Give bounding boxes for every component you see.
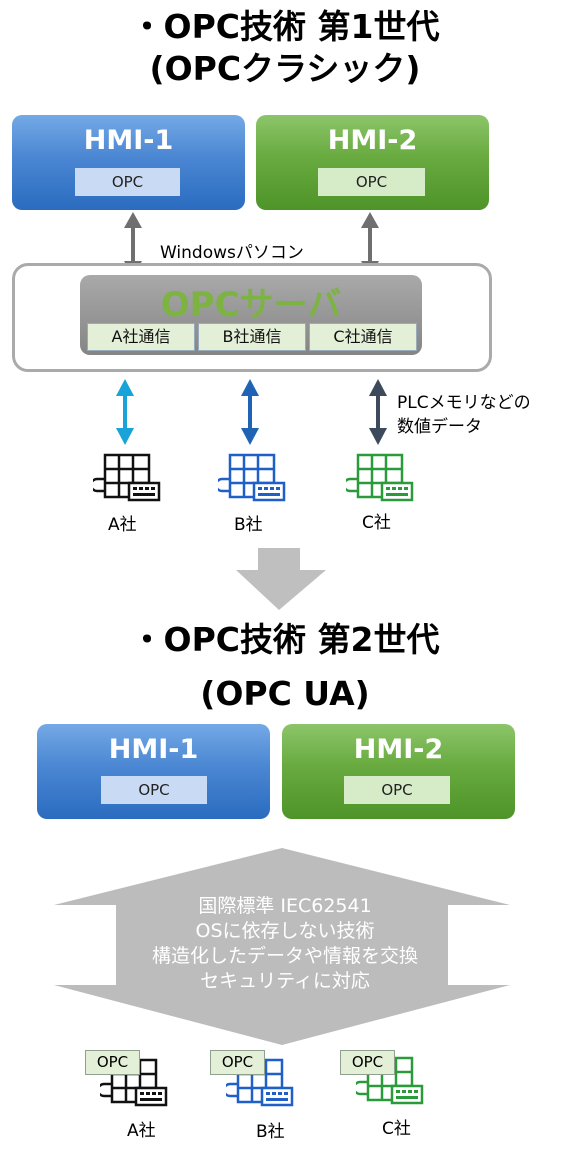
ua-company-c-label: C社 [382, 1119, 411, 1139]
gen1-title-line2: (OPCクラシック) [149, 49, 421, 88]
company-a-label: A社 [108, 515, 137, 535]
gen1-hmi1-box: HMI-1 OPC [12, 115, 245, 210]
feature-standard: 国際標準 IEC62541 [198, 895, 372, 917]
gen2-hmi2-box: HMI-2 OPC [282, 724, 515, 819]
device-a-opc-badge: OPC [85, 1050, 140, 1075]
ua-company-a-label: A社 [127, 1121, 156, 1141]
plc-note-line1: PLCメモリなどの [397, 393, 531, 413]
plc-b-icon [218, 453, 286, 502]
device-b-opc-badge: OPC [210, 1050, 265, 1075]
feature-structured-data: 構造化したデータや情報を交換 [151, 945, 418, 967]
plc-note-line2: 数値データ [397, 417, 482, 437]
device-c-arrow [369, 379, 387, 445]
company-c-label: C社 [362, 513, 391, 533]
gen2-hmi1-box: HMI-1 OPC [37, 724, 270, 819]
opc-label: OPC [344, 776, 450, 804]
plc-a-icon [93, 453, 161, 502]
hmi-title: HMI-1 [108, 734, 199, 765]
device-b-arrow [241, 379, 259, 445]
windows-pc-label: Windowsパソコン [160, 243, 304, 263]
gen1-hmi2-box: HMI-2 OPC [256, 115, 489, 210]
ua-company-b-label: B社 [256, 1122, 285, 1142]
company-b-label: B社 [234, 515, 263, 535]
comm-a: A社通信 [87, 323, 195, 351]
opc-label: OPC [101, 776, 207, 804]
feature-os-independent: OSに依存しない技術 [195, 920, 375, 942]
opc-server-title: OPCサーバ [160, 285, 342, 325]
gen2-title-line1: ・OPC技術 第2世代 [130, 620, 440, 659]
comm-b: B社通信 [198, 323, 306, 351]
hmi-title: HMI-2 [327, 125, 418, 156]
comm-c: C社通信 [309, 323, 417, 351]
gen2-title-line2: (OPC UA) [200, 674, 370, 713]
opc-server: OPCサーバ A社通信 B社通信 C社通信 [80, 275, 422, 355]
transition-down-arrow [236, 548, 326, 610]
device-c-opc-badge: OPC [340, 1050, 395, 1075]
opc-label: OPC [318, 168, 425, 196]
gen1-title-line1: ・OPC技術 第1世代 [130, 7, 440, 46]
device-a-arrow [116, 379, 134, 445]
hmi-title: HMI-1 [83, 125, 174, 156]
feature-security: セキュリティに対応 [200, 970, 370, 992]
opc-label: OPC [75, 168, 180, 196]
hmi-title: HMI-2 [353, 734, 444, 765]
plc-c-icon [346, 453, 414, 502]
